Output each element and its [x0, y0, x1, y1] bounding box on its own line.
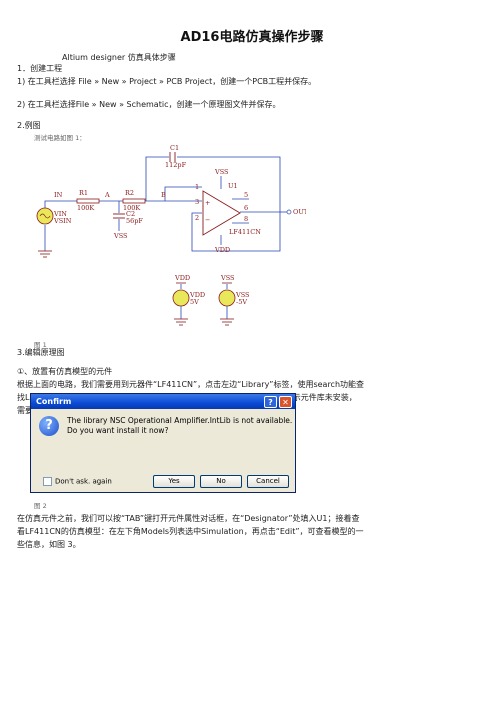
paragraph-line: 在仿真元件之前，我们可以按“TAB”键打开元件属性对话框，在“Designato…	[17, 514, 360, 523]
resistor-r2	[122, 198, 146, 204]
section-2-heading: 2.例图	[17, 121, 41, 130]
capacitor-c2	[113, 213, 125, 219]
pin-8: 8	[244, 215, 248, 223]
dialog-titlebar: Confirm ?✕	[31, 394, 295, 409]
dont-ask-checkbox[interactable]: Don't ask. again	[43, 477, 112, 486]
capacitor-c1	[169, 152, 176, 162]
label-vdd-ic: VDD	[214, 246, 230, 254]
paragraph-model: 在仿真元件之前，我们可以按“TAB”键打开元件属性对话框，在“Designato…	[17, 512, 485, 551]
label-a: A	[104, 191, 110, 199]
label-r2-value: 100K	[123, 204, 140, 212]
no-button[interactable]: No	[200, 475, 242, 488]
circuit-schematic: C1 112pF R1 100K R2 100K C2 56pF U1 LF41…	[36, 144, 306, 326]
page-title: AD16电路仿真操作步骤	[180, 30, 324, 45]
figure-1-intro: 测试电路如图 1：	[34, 134, 86, 142]
label-vin: VIN	[53, 210, 67, 218]
checkbox-box[interactable]	[43, 477, 52, 486]
dialog-message-line: Do you want install it now?	[67, 426, 169, 435]
paragraph-line: 些信息，如图 3。	[17, 540, 81, 549]
checkbox-label: Don't ask. again	[55, 477, 112, 486]
label-vss-value: -5V	[236, 298, 247, 306]
label-vss-net: VSS	[220, 274, 235, 282]
resistor-r1	[76, 198, 100, 204]
step-1-line: 1) 在工具栏选择 File » New » Project » PCB Pro…	[17, 77, 317, 86]
subtitle: Altium designer 仿真具体步骤	[62, 53, 176, 62]
output-port	[286, 209, 292, 215]
confirm-dialog: Confirm ?✕ ? The library NSC Operational…	[30, 393, 296, 493]
label-vss-c2: VSS	[113, 232, 128, 240]
label-in: IN	[54, 191, 63, 199]
label-u1: U1	[228, 182, 238, 190]
opamp-u1	[202, 190, 241, 236]
pin-1: 1	[195, 183, 199, 191]
question-icon: ?	[39, 416, 59, 436]
section-3-heading: 3.编辑原理图	[17, 348, 65, 357]
label-c2-value: 56pF	[126, 217, 143, 225]
label-vdd-net: VDD	[174, 274, 190, 282]
label-vdd-value: 5V	[190, 298, 199, 306]
step-place-component: ①、放置有仿真模型的元件	[17, 367, 113, 376]
paragraph-line: 根据上面的电路，我们需要用到元器件“LF411CN”，点击左边“Library”…	[17, 380, 365, 389]
pin-3: 3	[195, 198, 199, 206]
source-vss	[218, 282, 236, 326]
step-2-line: 2) 在工具栏选择File » New » Schematic，创建一个原理图文…	[17, 100, 281, 109]
close-icon[interactable]: ✕	[279, 396, 292, 408]
dialog-title: Confirm	[36, 397, 72, 406]
label-b: B	[161, 191, 166, 199]
source-vdd	[172, 282, 190, 326]
label-vdd-source: VDD	[189, 291, 205, 299]
label-out: OUT	[293, 208, 306, 216]
pin-2: 2	[195, 214, 199, 222]
label-c1-value: 112pF	[165, 161, 187, 169]
label-c2: C2	[126, 210, 135, 218]
label-vsin: VSIN	[53, 217, 72, 225]
dialog-message: The library NSC Operational Amplifier.In…	[67, 416, 292, 436]
paragraph-line: 看LF411CN的仿真模型：在左下角Models列表选中Simulation，再…	[17, 527, 364, 536]
schematic-wires	[44, 156, 287, 252]
label-c1: C1	[170, 144, 179, 152]
figure-2-caption: 图 2	[34, 502, 47, 510]
yes-button[interactable]: Yes	[153, 475, 195, 488]
pin-6: 6	[244, 204, 248, 212]
opamp-minus: −	[205, 216, 210, 224]
opamp-plus: +	[205, 199, 210, 207]
label-r2: R2	[125, 189, 134, 197]
dialog-message-line: The library NSC Operational Amplifier.In…	[67, 416, 293, 425]
label-r1-value: 100K	[77, 204, 94, 212]
label-r1: R1	[79, 189, 88, 197]
cancel-button[interactable]: Cancel	[247, 475, 289, 488]
help-icon[interactable]: ?	[264, 396, 277, 408]
label-ic: LF411CN	[229, 228, 261, 236]
figure-1-caption: 图 1	[34, 341, 47, 349]
ground-symbol-vin	[38, 250, 52, 258]
label-vss-source: VSS	[235, 291, 250, 299]
pin-5: 5	[244, 191, 248, 199]
label-vss-top: VSS	[214, 168, 229, 176]
section-1-heading: 1．创建工程	[17, 64, 63, 73]
